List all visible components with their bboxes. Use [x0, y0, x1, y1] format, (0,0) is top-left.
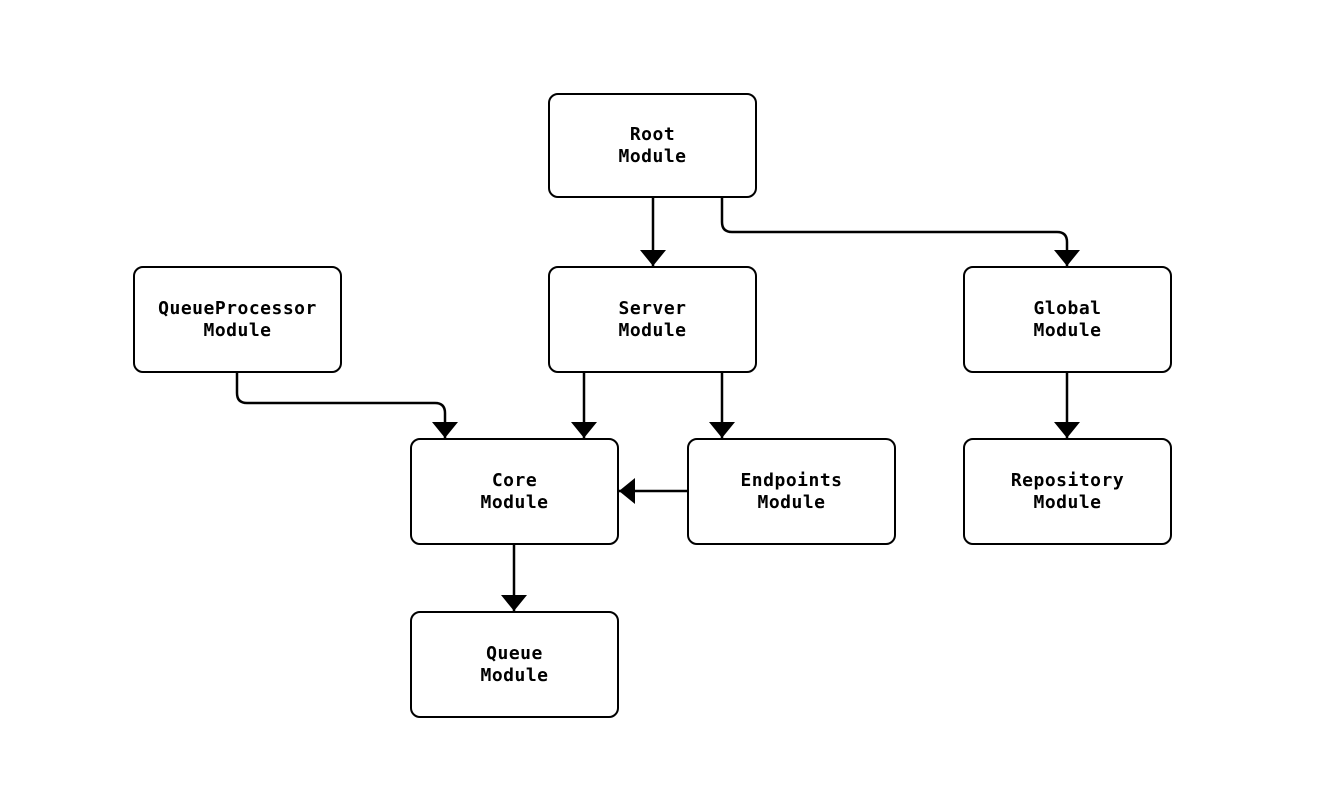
node-label-line: Global	[1033, 297, 1102, 319]
edge-queueprocessor-to-core	[235, 373, 447, 438]
node-label-line: Repository	[1010, 469, 1125, 491]
node-label-line: Core	[491, 469, 538, 491]
node-label-line: Module	[480, 664, 549, 686]
node-label-line: Server	[618, 297, 687, 319]
arrowhead-core-to-queue	[501, 595, 527, 611]
edge-root-to-global	[720, 198, 1069, 266]
node-label-line: Module	[757, 491, 826, 513]
arrowhead-root-to-server	[640, 250, 666, 266]
node-label-line: QueueProcessor	[158, 297, 317, 319]
node-label-line: Endpoints	[740, 469, 843, 491]
node-label-line: Module	[618, 145, 687, 167]
node-label-line: Root	[629, 123, 676, 145]
node-label-line: Module	[480, 491, 549, 513]
node-label-line: Module	[203, 319, 272, 341]
arrowhead-endpoints-to-core	[619, 478, 635, 504]
node-label-line: Queue	[486, 642, 543, 664]
arrowhead-global-to-repository	[1054, 422, 1080, 438]
node-label-line: Module	[1033, 319, 1102, 341]
node-label-line: Module	[618, 319, 687, 341]
arrowhead-queueprocessor-to-core	[432, 422, 458, 438]
arrowhead-root-to-global	[1054, 250, 1080, 266]
node-label-line: Module	[1033, 491, 1102, 513]
arrowhead-server-to-endpoints	[709, 422, 735, 438]
arrowhead-server-to-core	[571, 422, 597, 438]
